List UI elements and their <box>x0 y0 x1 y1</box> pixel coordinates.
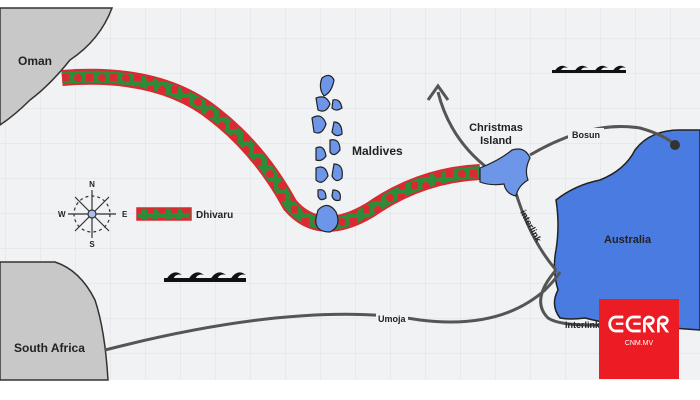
label-maldives: Maldives <box>352 144 403 158</box>
cable-lines <box>104 83 677 352</box>
label-south-africa: South Africa <box>14 341 85 355</box>
compass-n: N <box>89 180 95 189</box>
bosun-cable <box>529 125 677 157</box>
label-christmas-island-1: Christmas <box>469 122 523 134</box>
compass-e: E <box>122 210 128 219</box>
arrow-cable <box>436 91 491 172</box>
label-australia: Australia <box>604 234 652 246</box>
label-interlink-2: interlink <box>565 320 601 330</box>
interlink-cable-2 <box>539 269 601 327</box>
oman-landmass <box>0 7 114 126</box>
south-africa-landmass <box>0 261 109 381</box>
label-umoja: Umoja <box>378 314 407 324</box>
dhivaru-cable <box>61 70 481 230</box>
label-bosun: Bosun <box>572 130 600 140</box>
compass-s: S <box>89 240 95 249</box>
bosun-endpoint <box>670 140 680 150</box>
logo-script-mark: ᕮᕮᖇᖇ <box>607 313 671 338</box>
maldives-islands <box>311 74 343 233</box>
wave-icon <box>552 65 626 73</box>
legend-dhivaru-label: Dhivaru <box>196 210 233 221</box>
cnm-logo: ᕮᕮᖇᖇ CNM.MV <box>599 299 679 379</box>
compass-w: W <box>58 210 66 219</box>
label-oman: Oman <box>18 54 52 68</box>
interlink-cable-1 <box>513 189 558 271</box>
compass-rose-icon <box>68 190 116 238</box>
christmas-island <box>479 148 531 197</box>
arrow-head-icon <box>426 83 450 101</box>
label-christmas-island-2: Island <box>480 135 512 147</box>
umoja-cable <box>104 271 562 352</box>
legend-dhivaru-swatch <box>136 207 192 221</box>
logo-text: CNM.MV <box>624 340 654 347</box>
wave-icon <box>164 272 246 282</box>
